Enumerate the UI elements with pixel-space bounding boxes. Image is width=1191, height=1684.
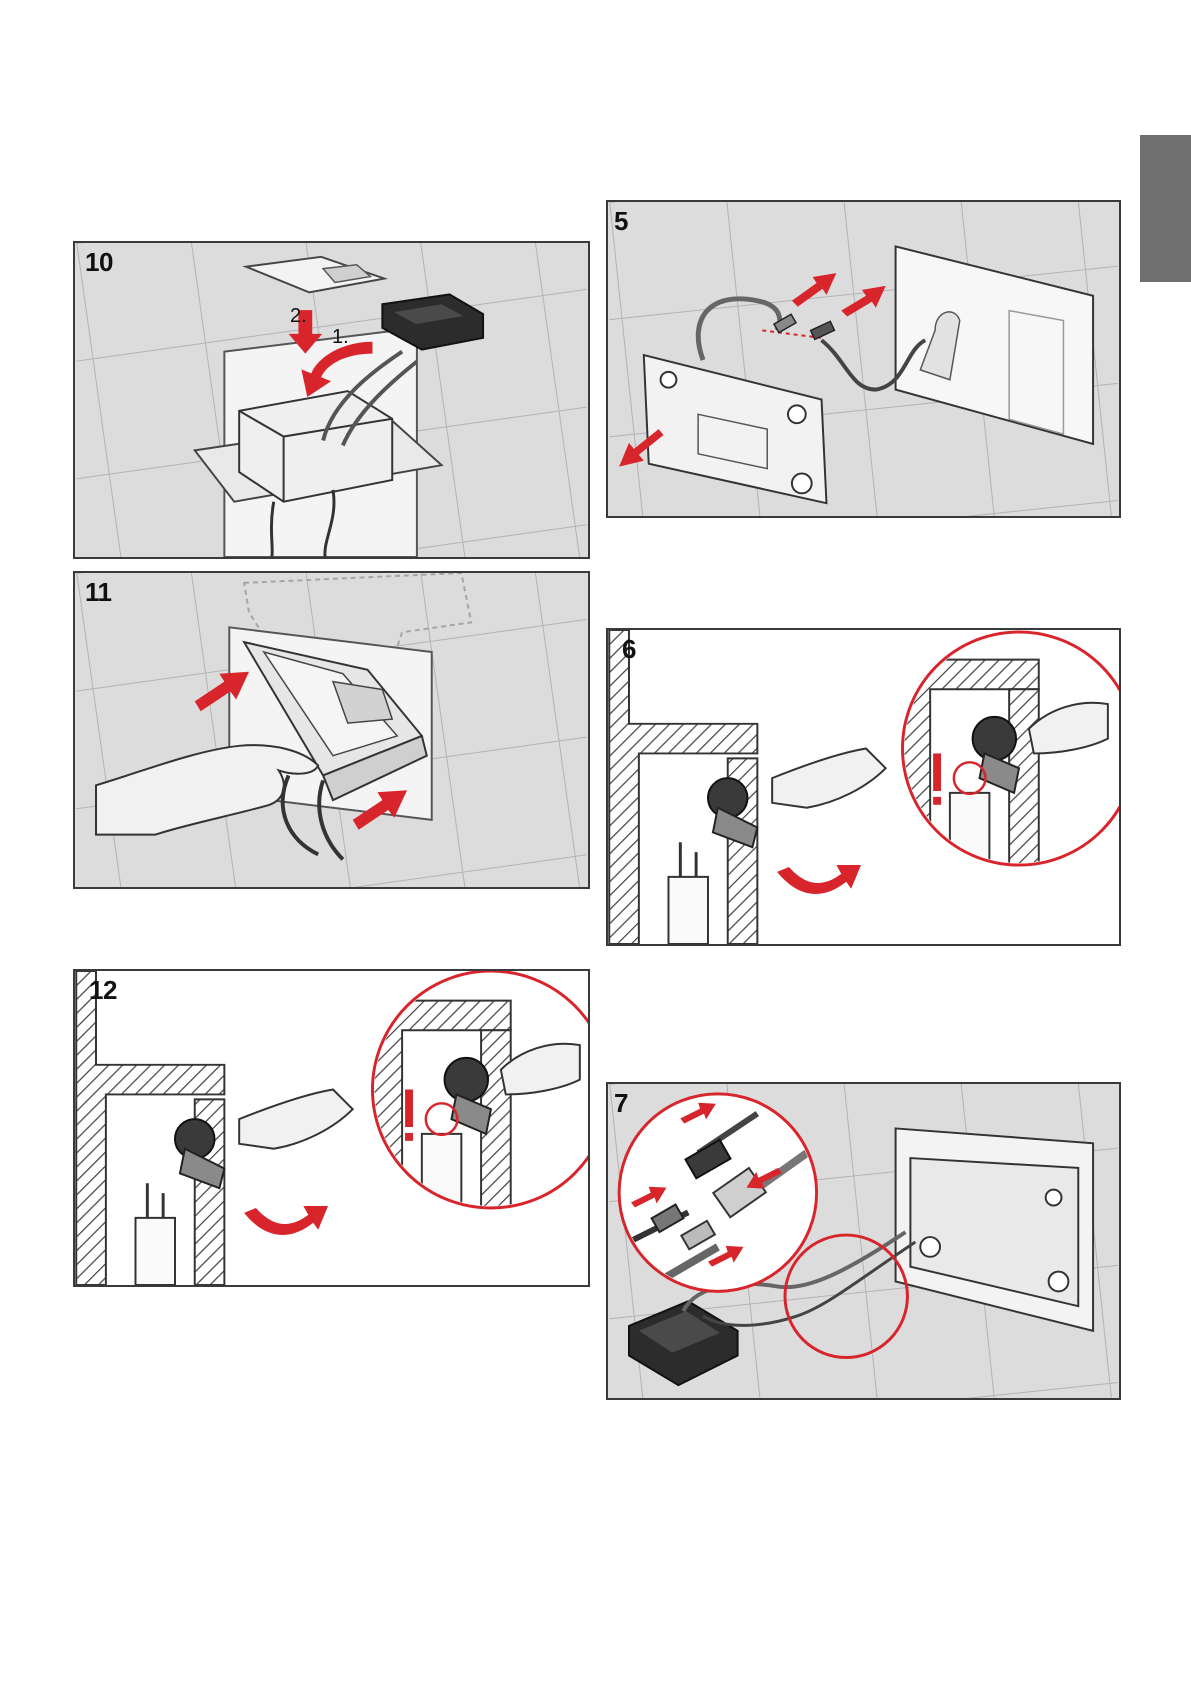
- red-arrow-icon: [777, 865, 861, 894]
- warning-exclamation-icon: [933, 753, 941, 804]
- step-number: 6: [622, 634, 636, 665]
- step-number: 10: [85, 247, 113, 278]
- step-5-panel: 5: [606, 200, 1121, 518]
- step-label-second: 2.: [290, 305, 307, 328]
- step-7-illustration: [608, 1084, 1119, 1398]
- section-tab: [1140, 135, 1191, 282]
- warning-exclamation-icon: [405, 1089, 413, 1140]
- step-10-illustration: [75, 243, 588, 557]
- magnifier-circle-icon: [619, 1094, 816, 1291]
- step-6-panel: 6: [606, 628, 1121, 946]
- step-11-illustration: [75, 573, 588, 887]
- step-number: 5: [614, 206, 628, 237]
- step-5-illustration: [608, 202, 1119, 516]
- step-10-panel: 10 2. 1.: [73, 241, 590, 559]
- step-number: 11: [85, 577, 112, 608]
- step-number: 7: [614, 1088, 628, 1119]
- step-number: 12: [89, 975, 117, 1006]
- magnifier-circle-icon: [901, 632, 1119, 944]
- step-label-first: 1.: [332, 326, 349, 349]
- step-11-panel: 11: [73, 571, 590, 889]
- magnifier-circle-icon: [372, 971, 588, 1285]
- hand-icon: [772, 748, 886, 807]
- step-12-illustration: [75, 971, 588, 1285]
- step-7-panel: 7: [606, 1082, 1121, 1400]
- step-6-illustration: [608, 630, 1119, 944]
- red-arrow-icon: [244, 1206, 328, 1235]
- step-12-panel: 12: [73, 969, 590, 1287]
- hand-icon: [239, 1089, 353, 1148]
